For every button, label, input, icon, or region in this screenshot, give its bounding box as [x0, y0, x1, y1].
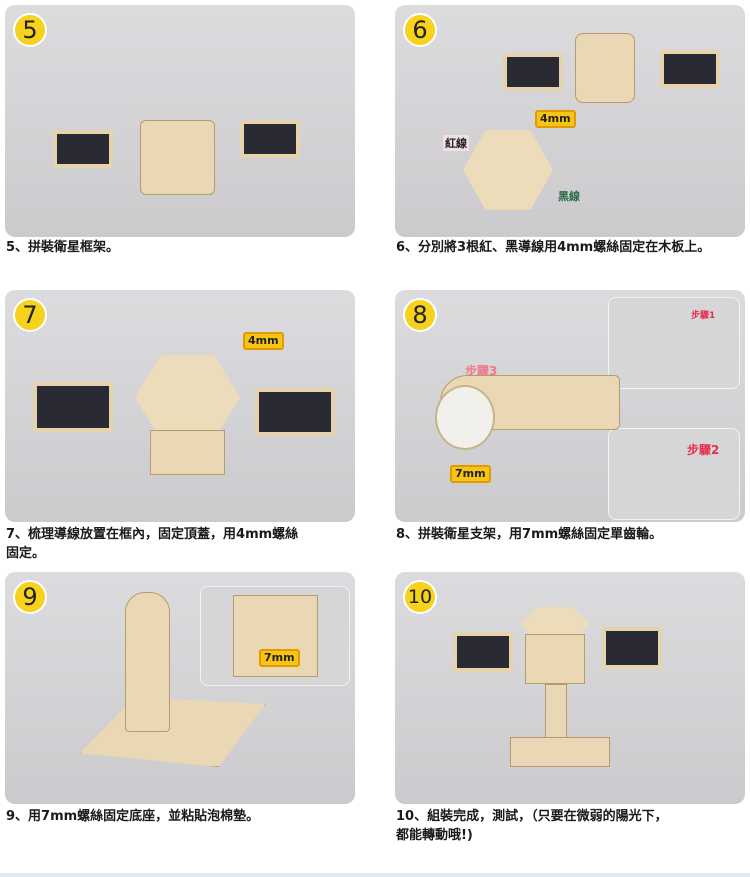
step-3-label: 步驟3 — [465, 364, 498, 378]
screw-4mm-badge: 4mm — [535, 110, 576, 128]
step-2-label: 步驟2 — [687, 443, 720, 457]
step-2-inset: 步驟2 — [608, 428, 740, 520]
stand — [545, 684, 567, 744]
step-7-caption-line2: 固定。 — [6, 546, 46, 561]
step-1-label: 步驟1 — [691, 311, 716, 321]
step-10-caption-line1: 10、組裝完成，測試，（只要在微弱的陽光下， — [396, 809, 668, 824]
step-5-photo: 5 — [5, 5, 355, 237]
top-cover — [135, 355, 240, 440]
step-number-badge: 10 — [403, 580, 437, 614]
solar-panel — [240, 120, 300, 158]
step-5-caption: 5、拼裝衛星框架。 — [6, 240, 120, 255]
step-6-caption: 6、分別將3根紅、黑導線用4mm螺絲固定在木板上。 — [396, 240, 711, 255]
step-7-photo: 7 4mm — [5, 290, 355, 522]
screw-7mm-badge: 7mm — [450, 465, 491, 483]
step-10-photo: 10 — [395, 572, 745, 804]
satellite-frame — [575, 33, 635, 103]
step-8-photo: 8 步驟1 步驟2 步驟3 7mm — [395, 290, 745, 522]
base — [510, 737, 610, 767]
satellite-frame — [525, 634, 585, 684]
black-wire-label: 黑線 — [558, 190, 580, 203]
stand-arm — [125, 592, 170, 732]
step-8-caption: 8、拼裝衛星支架，用7mm螺絲固定單齒輪。 — [396, 527, 663, 542]
satellite-frame — [150, 430, 225, 475]
step-number-badge: 6 — [403, 13, 437, 47]
solar-panel — [53, 130, 113, 168]
red-wire-label: 紅線 — [443, 135, 469, 151]
step-number-badge: 8 — [403, 298, 437, 332]
solar-panel — [602, 627, 662, 669]
step-number-badge: 5 — [13, 13, 47, 47]
hex-board — [463, 130, 553, 210]
satellite-frame — [140, 120, 215, 195]
step-6-photo: 6 紅線 黑線 4mm — [395, 5, 745, 237]
solar-panel — [660, 50, 720, 88]
bottom-divider — [0, 873, 750, 877]
step-9-photo: 9 7mm — [5, 572, 355, 804]
step-9-caption: 9、用7mm螺絲固定底座，並粘貼泡棉墊。 — [6, 809, 260, 824]
gear — [435, 385, 495, 450]
step-number-badge: 9 — [13, 580, 47, 614]
solar-panel — [453, 632, 513, 672]
base — [80, 697, 265, 767]
screw-7mm-badge: 7mm — [259, 649, 300, 667]
solar-panel — [503, 53, 563, 91]
step-1-inset: 步驟1 — [608, 297, 740, 389]
step-10-caption-line2: 都能轉動哦!) — [396, 828, 473, 843]
step-7-caption-line1: 7、梳理導線放置在框內，固定頂蓋，用4mm螺絲 — [6, 527, 299, 542]
screw-4mm-badge: 4mm — [243, 332, 284, 350]
base-bottom-inset: 7mm — [200, 586, 350, 686]
step-number-badge: 7 — [13, 298, 47, 332]
solar-panel — [255, 388, 335, 436]
solar-panel — [33, 382, 113, 432]
